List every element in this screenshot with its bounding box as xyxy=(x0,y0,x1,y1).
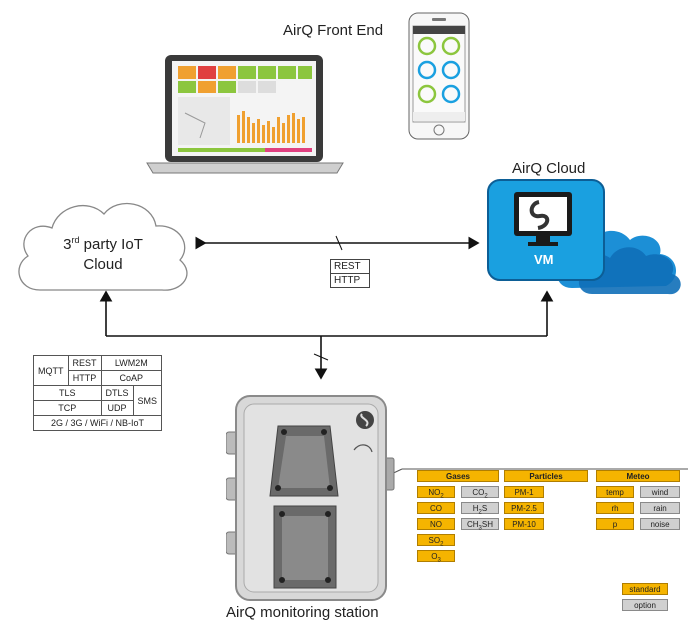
meteo-wind: wind xyxy=(640,486,680,498)
front-end-label: AirQ Front End xyxy=(283,22,384,39)
meteo-rain: rain xyxy=(640,502,680,514)
proto-tls: TLS xyxy=(33,385,102,401)
proto-http: HTTP xyxy=(67,370,102,386)
proto-tcp: TCP xyxy=(33,400,102,416)
vm-label: VM xyxy=(534,252,554,267)
third-party-cloud-label-prefix: 3 xyxy=(63,236,72,253)
legend-option: option xyxy=(622,599,668,611)
proto-udp: UDP xyxy=(100,400,134,416)
gas-h2s-text: H xyxy=(472,504,479,513)
third-party-cloud-label-sup: rd xyxy=(71,235,80,245)
particle-pm25: PM-2.5 xyxy=(504,502,544,514)
monitoring-station-icon xyxy=(226,395,395,601)
smartphone-icon xyxy=(408,12,470,140)
proto-sms: SMS xyxy=(132,385,163,416)
rest-http-rest: REST xyxy=(331,260,369,274)
gas-co: CO xyxy=(417,502,455,514)
gas-ch3sh-text: CH xyxy=(466,520,479,529)
proto-mqtt: MQTT xyxy=(33,355,69,386)
meteo-header: Meteo xyxy=(596,470,680,482)
particle-pm10: PM-10 xyxy=(504,518,544,530)
gas-so2: SO2 xyxy=(417,534,455,548)
meteo-noise: noise xyxy=(640,518,680,530)
third-party-cloud-label: 3rd party IoT Cloud xyxy=(38,230,168,275)
rest-http-http: HTTP xyxy=(334,275,361,286)
third-party-cloud-icon xyxy=(18,202,188,291)
gas-no: NO xyxy=(417,518,455,530)
proto-lwm2m: LWM2M xyxy=(100,355,163,371)
proto-rest: REST xyxy=(67,355,102,371)
gas-no2-text: NO xyxy=(428,488,441,497)
gas-no2: NO2 xyxy=(417,486,455,500)
gas-co2: CO2 xyxy=(461,486,499,500)
gases-header: Gases xyxy=(417,470,499,482)
meteo-temp: temp xyxy=(596,486,634,498)
airq-cloud-label: AirQ Cloud xyxy=(512,160,586,177)
third-party-cloud-label-line2: Cloud xyxy=(83,256,123,273)
third-party-cloud-label-post: party IoT xyxy=(79,236,143,253)
gas-ch3sh: CH3SH xyxy=(461,518,499,532)
meteo-rh: rh xyxy=(596,502,634,514)
gas-so2-text: SO xyxy=(428,536,441,545)
gas-co2-text: CO xyxy=(472,488,485,497)
proto-network: 2G / 3G / WiFi / NB-IoT xyxy=(32,415,163,431)
proto-dtls: DTLS xyxy=(100,385,134,401)
protocol-stack-table: MQTT REST LWM2M HTTP CoAP TLS DTLS SMS T… xyxy=(32,355,163,431)
gas-o3-text: O xyxy=(431,552,438,561)
airq-cloud-icon xyxy=(487,179,681,295)
particle-pm1: PM-1 xyxy=(504,486,544,498)
station-label: AirQ monitoring station xyxy=(226,604,379,621)
gas-o3: O3 xyxy=(417,550,455,564)
proto-coap: CoAP xyxy=(100,370,163,386)
rest-http-box: REST HTTP xyxy=(330,259,370,288)
meteo-p: p xyxy=(596,518,634,530)
gas-h2s: H2S xyxy=(461,502,499,516)
legend-standard: standard xyxy=(622,583,668,595)
particles-header: Particles xyxy=(504,470,588,482)
laptop-icon xyxy=(146,55,344,174)
